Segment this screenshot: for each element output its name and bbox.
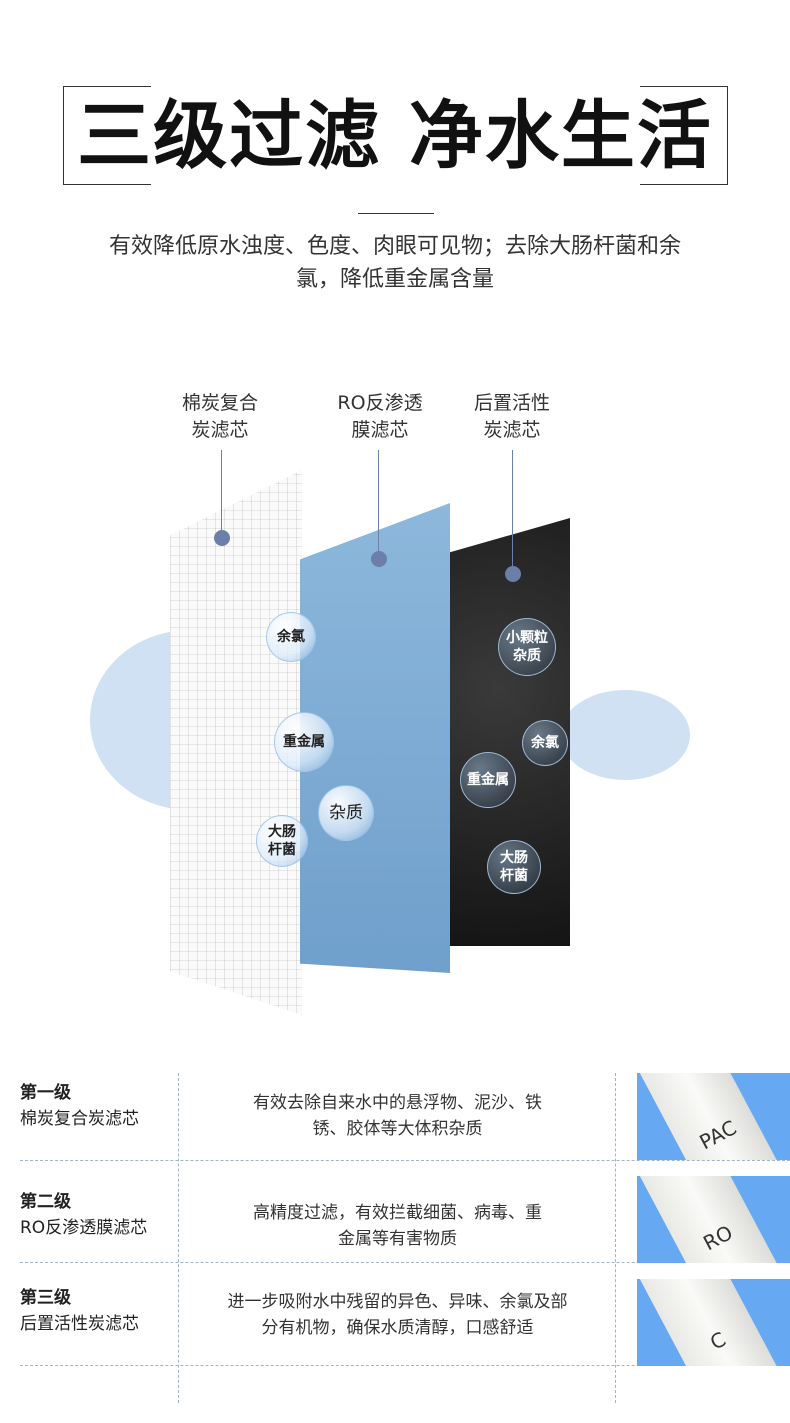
title-bracket-left bbox=[63, 86, 151, 185]
label-line: 炭滤芯 bbox=[191, 419, 249, 441]
desc-line: 锈、胶体等大体积杂质 bbox=[312, 1119, 483, 1139]
stage1-description: 有效去除自来水中的悬浮物、泥沙、铁锈、胶体等大体积杂质 bbox=[185, 1090, 610, 1142]
stage2-heading: 第二级 RO反渗透膜滤芯 bbox=[20, 1189, 147, 1241]
row-divider bbox=[20, 1160, 790, 1161]
desc-line: 有效去除自来水中的悬浮物、泥沙、铁 bbox=[253, 1093, 542, 1113]
stage-level: 第一级 bbox=[20, 1083, 71, 1103]
pointer-dot bbox=[371, 551, 387, 567]
pointer-dot bbox=[214, 530, 230, 546]
bubble-line: 大肠 bbox=[500, 850, 528, 866]
bubble-e-coli: 大肠杆菌 bbox=[256, 815, 308, 867]
column-divider bbox=[178, 1073, 179, 1403]
bubble-line: 杆菌 bbox=[268, 842, 296, 858]
page-subtitle: 有效降低原水浊度、色度、肉眼可见物；去除大肠杆菌和余 氯，降低重金属含量 bbox=[60, 230, 730, 296]
desc-line: 高精度过滤，有效拦截细菌、病毒、重 bbox=[253, 1203, 542, 1223]
row-divider bbox=[20, 1365, 790, 1366]
bubble-line: 大肠 bbox=[268, 824, 296, 840]
label-stage1: 棉炭复合炭滤芯 bbox=[160, 390, 280, 444]
stage-level: 第二级 bbox=[20, 1192, 71, 1212]
label-line: 棉炭复合 bbox=[181, 392, 258, 414]
bubble-small-particles: 小颗粒杂质 bbox=[498, 618, 556, 676]
pointer-line bbox=[512, 450, 513, 572]
pointer-line bbox=[221, 450, 222, 538]
stage-name: 棉炭复合炭滤芯 bbox=[20, 1109, 139, 1129]
desc-line: 分有机物，确保水质清醇，口感舒适 bbox=[261, 1318, 534, 1338]
bubble-e-coli: 大肠杆菌 bbox=[487, 840, 541, 894]
pointer-line bbox=[378, 450, 379, 558]
title-bracket-right bbox=[640, 86, 728, 185]
water-splash-right bbox=[560, 690, 690, 780]
subtitle-line: 有效降低原水浊度、色度、肉眼可见物；去除大肠杆菌和余 bbox=[108, 234, 681, 259]
stage3-description: 进一步吸附水中残留的异色、异味、余氯及部分有机物，确保水质清醇，口感舒适 bbox=[185, 1289, 610, 1341]
pointer-dot bbox=[505, 566, 521, 582]
stage-name: 后置活性炭滤芯 bbox=[20, 1314, 139, 1334]
stage-name: RO反渗透膜滤芯 bbox=[20, 1218, 148, 1238]
cartridge-label: PAC bbox=[695, 1115, 741, 1155]
bubble-line: 杆菌 bbox=[500, 868, 528, 884]
ro-cartridge-image: RO bbox=[637, 1176, 790, 1263]
desc-line: 进一步吸附水中残留的异色、异味、余氯及部 bbox=[227, 1292, 568, 1312]
stage2-description: 高精度过滤，有效拦截细菌、病毒、重金属等有害物质 bbox=[185, 1200, 610, 1252]
carbon-cartridge-image: C bbox=[637, 1279, 790, 1366]
stage3-heading: 第三级后置活性炭滤芯 bbox=[20, 1285, 139, 1337]
label-stage2: RO反渗透膜滤芯 bbox=[320, 390, 440, 444]
label-stage3: 后置活性炭滤芯 bbox=[452, 390, 572, 444]
cartridge-label: C bbox=[706, 1326, 730, 1355]
label-line: 炭滤芯 bbox=[483, 419, 541, 441]
stage-level: 第三级 bbox=[20, 1288, 71, 1308]
subtitle-line: 氯，降低重金属含量 bbox=[295, 267, 494, 292]
divider bbox=[358, 213, 434, 214]
label-line: 后置活性 bbox=[473, 392, 550, 414]
label-line: 膜滤芯 bbox=[351, 419, 409, 441]
row-divider bbox=[20, 1262, 790, 1263]
bubble-heavy-metal: 重金属 bbox=[274, 712, 334, 772]
bubble-impurity: 杂质 bbox=[318, 785, 374, 841]
bubble-residual-chlorine: 余氯 bbox=[522, 720, 568, 766]
stage1-heading: 第一级棉炭复合炭滤芯 bbox=[20, 1080, 139, 1132]
pac-cartridge-image: PAC bbox=[637, 1073, 790, 1160]
label-line: RO反渗透 bbox=[337, 392, 423, 414]
bubble-residual-chlorine: 余氯 bbox=[266, 612, 316, 662]
desc-line: 金属等有害物质 bbox=[338, 1229, 457, 1249]
column-divider bbox=[615, 1073, 616, 1403]
page-title: 三级过滤 净水生活 bbox=[77, 93, 713, 179]
bubble-heavy-metal: 重金属 bbox=[460, 752, 516, 808]
cartridge-label: RO bbox=[699, 1220, 737, 1256]
bubble-label: 小颗粒杂质 bbox=[506, 630, 548, 664]
